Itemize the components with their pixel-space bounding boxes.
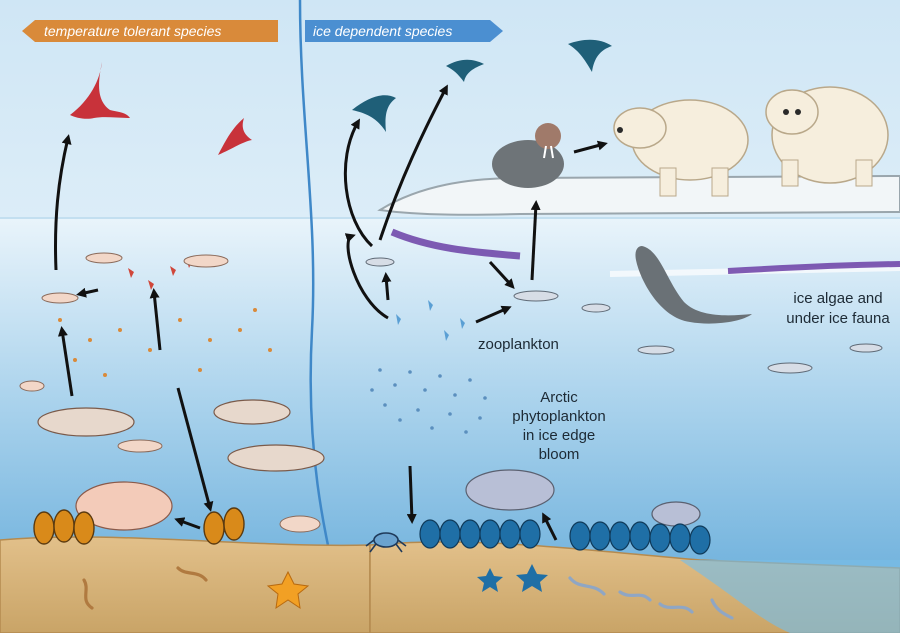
polar-bear-sitting	[766, 87, 888, 186]
phytoplankton-label-line-3: in ice edge	[523, 427, 596, 444]
zooplankton-label: zooplankton	[478, 336, 559, 353]
arrow-zoo-to-cod	[386, 276, 388, 300]
phytoplankton-label-line-1: Arctic	[540, 389, 578, 406]
phytoplankton-label-line-4: bloom	[539, 446, 580, 463]
seafloor-left	[0, 537, 370, 633]
flatfish-right-large	[466, 470, 554, 510]
ice-algae-label-line-2: under ice fauna	[786, 310, 890, 327]
phytoplankton-label-line-2: phytoplankton	[512, 408, 605, 425]
arrow-bloom-to-benthos	[410, 466, 412, 520]
flatfish-right-small	[652, 502, 700, 526]
ice-dependent-banner: ice dependent species	[305, 20, 503, 42]
temperature-tolerant-banner-text: temperature tolerant species	[44, 23, 221, 39]
temperature-tolerant-banner: temperature tolerant species	[22, 20, 278, 42]
ice-dependent-banner-text: ice dependent species	[313, 23, 452, 39]
ice-algae-label-line-1: ice algae and	[793, 290, 882, 307]
